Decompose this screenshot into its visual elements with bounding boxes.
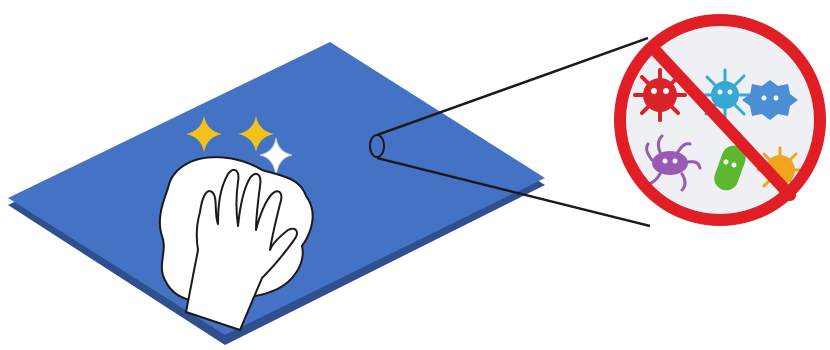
germ-zoom <box>620 20 820 220</box>
callout-line-top <box>377 38 648 135</box>
